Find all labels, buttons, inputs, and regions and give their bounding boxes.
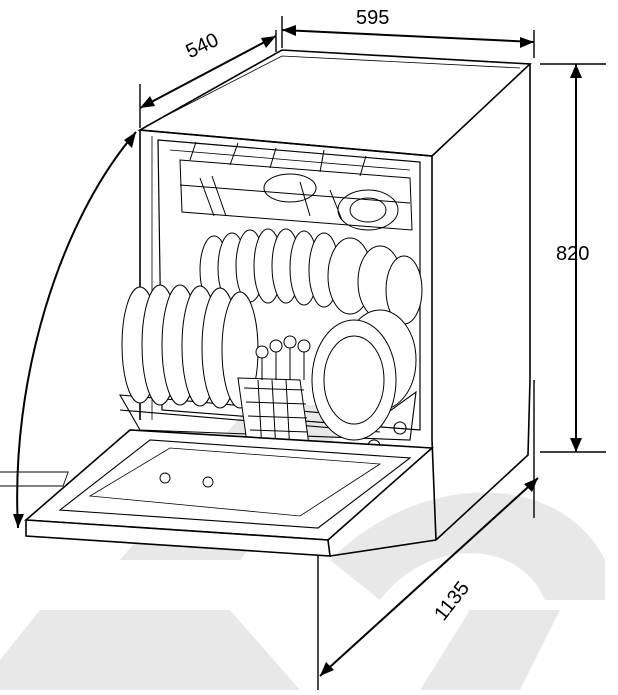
height-dimension-label: 820	[556, 243, 590, 265]
cutlery-basket	[237, 335, 311, 453]
dimension-lines	[13, 16, 606, 690]
width-dimension-label: 595	[356, 7, 390, 29]
dishwasher-body	[137, 49, 532, 541]
open-door	[0, 429, 437, 557]
lower-plates	[121, 284, 417, 441]
upper-rack	[179, 141, 413, 231]
upper-plates	[199, 228, 423, 325]
